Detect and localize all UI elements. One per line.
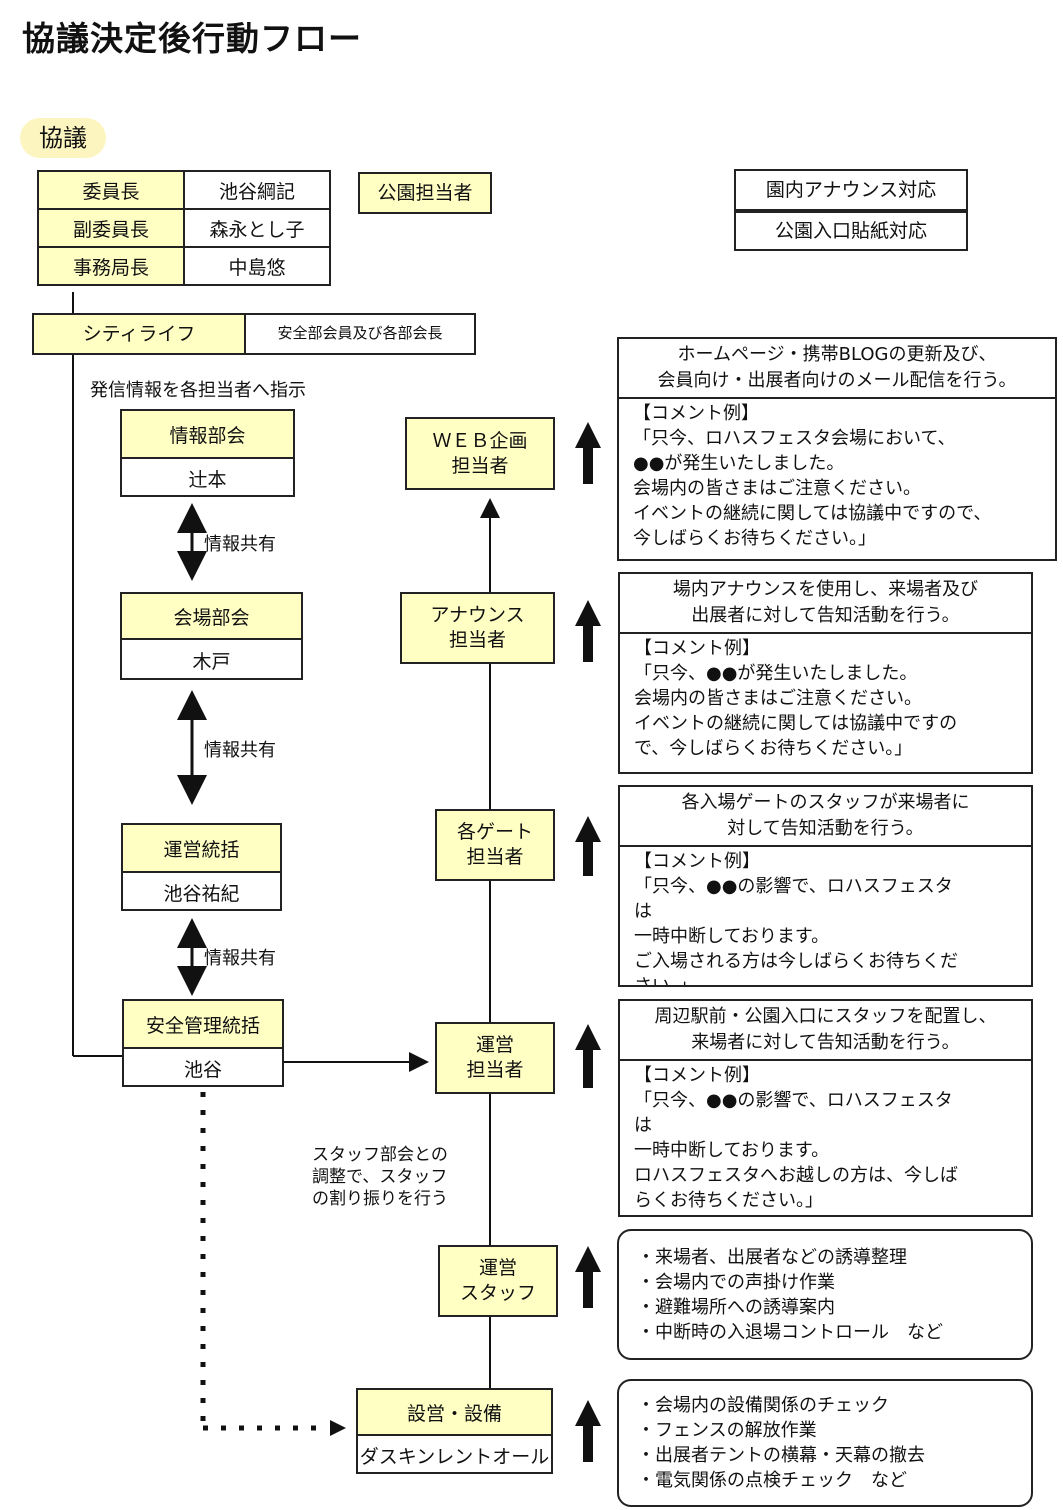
role-gate: 各ゲート 担当者 xyxy=(435,809,555,881)
unit-body: 池谷祐紀 xyxy=(163,882,240,905)
committee-row: 副委員長 森永とし子 xyxy=(37,208,331,248)
unit-header: 安全管理統括 xyxy=(124,1001,282,1049)
unit-header: 会場部会 xyxy=(122,594,301,640)
unit-operations: 運営統括 池谷祐紀 xyxy=(121,823,282,911)
unit-body: 木戸 xyxy=(192,650,231,673)
task-item: ・会場内の設備関係のチェック xyxy=(637,1395,889,1416)
desc-web: ホームページ・携帯BLOGの更新及び、 会員向け・出展者向けのメール配信を行う。… xyxy=(617,337,1057,561)
desc-gate: 各入場ゲートのスタッフが来場者に 対して告知活動を行う。 【コメント例】 「只今… xyxy=(618,785,1033,987)
share-label: 情報共有 xyxy=(204,740,276,761)
desc-body: 【コメント例】 「只今、ロハスフェスタ会場において、 ●●が発生いたしました。 … xyxy=(633,403,992,549)
unit-header: 設営・設備 xyxy=(358,1390,551,1436)
desc-operations: 周辺駅前・公園入口にスタッフを配置し、 来場者に対して告知活動を行う。 【コメン… xyxy=(618,999,1033,1217)
desc-header: ホームページ・携帯BLOGの更新及び、 会員向け・出展者向けのメール配信を行う。 xyxy=(619,339,1055,399)
role-operations: 運営 担当者 xyxy=(435,1022,555,1094)
staff-note: スタッフ部会との 調整で、スタッフ の割り振りを行う xyxy=(312,1145,448,1209)
committee-row: 委員長 池谷綱記 xyxy=(37,170,331,210)
share-label: 情報共有 xyxy=(204,534,276,555)
committee-table: 委員長 池谷綱記 副委員長 森永とし子 事務局長 中島悠 xyxy=(37,170,331,286)
committee-name: 池谷綱記 xyxy=(183,170,331,210)
unit-header: 情報部会 xyxy=(122,411,293,459)
committee-role: 副委員長 xyxy=(37,208,185,248)
staff-task-list: ・来場者、出展者などの誘導整理 ・会場内での声掛け作業 ・避難場所への誘導案内 … xyxy=(617,1229,1033,1360)
task-item: ・来場者、出展者などの誘導整理 xyxy=(637,1247,907,1268)
page-title: 協議決定後行動フロー xyxy=(22,19,362,58)
unit-body: 池谷 xyxy=(183,1058,222,1081)
park-task-announce: 園内アナウンス対応 xyxy=(734,169,968,211)
task-item: ・フェンスの解放作業 xyxy=(637,1420,817,1441)
role-announce: アナウンス 担当者 xyxy=(400,592,555,664)
committee-role: 事務局長 xyxy=(37,246,185,286)
desc-body: 【コメント例】 「只今、●●の影響で、ロハスフェスタ は 一時中断しております。… xyxy=(634,851,958,987)
share-label: 情報共有 xyxy=(204,948,276,969)
committee-name: 中島悠 xyxy=(183,246,331,286)
task-item: ・避難場所への誘導案内 xyxy=(637,1297,835,1318)
unit-venue: 会場部会 木戸 xyxy=(120,592,303,680)
city-life-box: シティライフ xyxy=(32,313,246,355)
task-item: ・電気関係の点検チェック など xyxy=(637,1470,907,1491)
task-item: ・中断時の入退場コントロール など xyxy=(637,1322,943,1343)
section-label: 協議 xyxy=(20,118,106,158)
role-web: ＷＥＢ企画 担当者 xyxy=(405,417,555,490)
unit-body: ダスキンレントオール xyxy=(359,1445,550,1468)
desc-header: 周辺駅前・公園入口にスタッフを配置し、 来場者に対して告知活動を行う。 xyxy=(620,1001,1031,1061)
committee-row: 事務局長 中島悠 xyxy=(37,246,331,286)
desc-announce: 場内アナウンスを使用し、来場者及び 出展者に対して告知活動を行う。 【コメント例… xyxy=(618,572,1033,774)
park-task-poster: 公園入口貼紙対応 xyxy=(734,211,968,251)
desc-body: 【コメント例】 「只今、●●が発生いたしました。 会場内の皆さまはご注意ください… xyxy=(634,638,958,759)
committee-role: 委員長 xyxy=(37,170,185,210)
unit-safety: 安全管理統括 池谷 xyxy=(122,999,284,1087)
role-staff: 運営 スタッフ xyxy=(438,1245,558,1317)
instruction-label: 発信情報を各担当者へ指示 xyxy=(90,380,306,401)
desc-header: 各入場ゲートのスタッフが来場者に 対して告知活動を行う。 xyxy=(620,787,1031,847)
task-item: ・出展者テントの横幕・天幕の撤去 xyxy=(637,1445,925,1466)
park-contact-box: 公園担当者 xyxy=(358,172,492,214)
equipment-task-list: ・会場内の設備関係のチェック ・フェンスの解放作業 ・出展者テントの横幕・天幕の… xyxy=(617,1379,1033,1507)
committee-name: 森永とし子 xyxy=(183,208,331,248)
unit-equipment: 設営・設備 ダスキンレントオール xyxy=(356,1388,553,1474)
desc-header: 場内アナウンスを使用し、来場者及び 出展者に対して告知活動を行う。 xyxy=(620,574,1031,634)
unit-body: 辻本 xyxy=(188,468,227,491)
unit-header: 運営統括 xyxy=(123,825,280,873)
city-life-note: 安全部会員及び各部会長 xyxy=(244,313,476,355)
desc-body: 【コメント例】 「只今、●●の影響で、ロハスフェスタ は 一時中断しております。… xyxy=(634,1065,958,1211)
unit-info: 情報部会 辻本 xyxy=(120,409,295,497)
task-item: ・会場内での声掛け作業 xyxy=(637,1272,835,1293)
